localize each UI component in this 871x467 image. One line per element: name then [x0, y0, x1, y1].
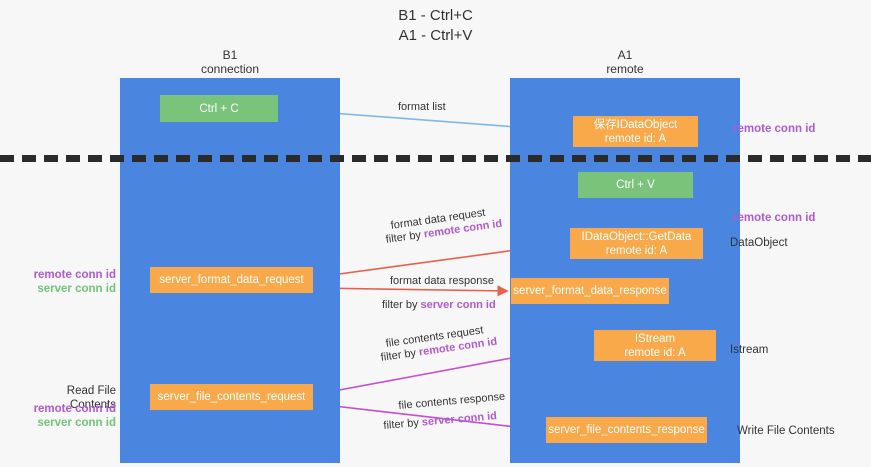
filter-conn-id: server conn id: [420, 299, 496, 311]
phase-divider: [0, 155, 871, 162]
node-server-file-contents-response[interactable]: server_file_contents_response: [546, 417, 707, 443]
column-header-a1: A1 remote: [606, 48, 644, 76]
annotation-left-remote-conn-id-bottom: remote conn id: [33, 403, 116, 415]
annotation-right-dataobject: DataObject: [730, 237, 788, 249]
annotation-right-remote-conn-id-mid: remote conn id: [733, 212, 816, 224]
annotation-left-server-conn-id-mid: server conn id: [37, 283, 116, 295]
column-header-b1: B1 connection: [200, 48, 260, 76]
filter-prefix: filter by: [383, 416, 423, 432]
edge-format-data-response: [315, 285, 509, 297]
annotation-left-server-conn-id-bottom: server conn id: [37, 417, 116, 429]
edge-label-format-data-response-filter: filter by server conn id: [382, 299, 496, 312]
edge-label-format-data-response: format data response: [390, 275, 494, 287]
node-ctrl-v[interactable]: Ctrl + V: [578, 172, 693, 198]
node-save-idataobject[interactable]: 保存IDataObject remote id: A: [573, 116, 698, 147]
node-server-format-data-request[interactable]: server_format_data_request: [150, 267, 313, 293]
annotation-left-read-file-contents: Read File Contents: [66, 385, 116, 411]
annotation-right-write-file-contents: Write File Contents: [737, 425, 835, 437]
annotation-right-istream: Istream: [730, 344, 769, 356]
annotation-left-conn-ids-mid: remote conn id server conn id: [18, 268, 116, 296]
edge-file-contents-response: [316, 403, 544, 435]
annotation-right-remote-conn-id-top: remote conn id: [733, 123, 816, 135]
edge-label-format-list: format list: [398, 101, 446, 113]
node-server-format-data-response[interactable]: server_format_data_response: [511, 278, 669, 304]
node-ctrl-c[interactable]: Ctrl + C: [160, 95, 278, 122]
node-server-file-contents-request[interactable]: server_file_contents_request: [150, 384, 313, 410]
filter-prefix: filter by: [382, 299, 421, 311]
annotation-left-remote-conn-id-mid: remote conn id: [33, 269, 116, 281]
node-idataobject-getdata[interactable]: IDataObject::GetData remote id: A: [570, 228, 703, 259]
node-istream[interactable]: IStream remote id: A: [594, 330, 716, 361]
annotation-left-conn-ids-bottom: remote conn id server conn id: [18, 402, 116, 430]
page-title: B1 - Ctrl+C A1 - Ctrl+V: [398, 7, 473, 44]
